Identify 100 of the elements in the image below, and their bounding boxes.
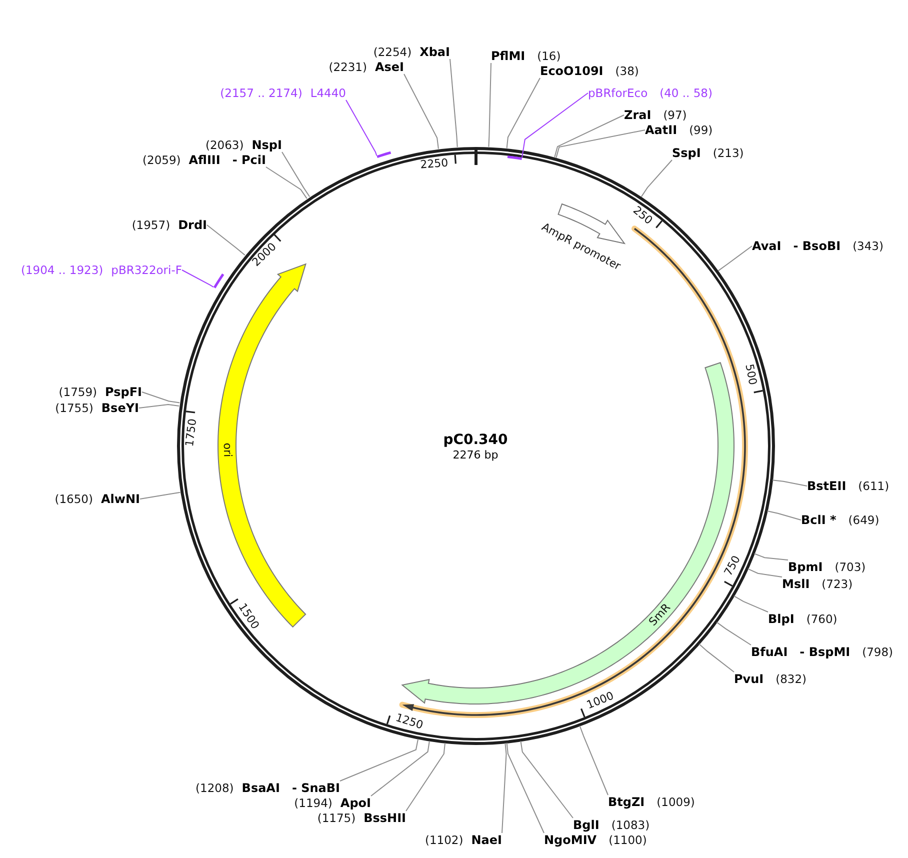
enzyme-name: PflMI (491, 49, 526, 63)
leader-line (370, 740, 430, 796)
plasmid-name: pC0.340 (443, 432, 508, 448)
site-position: (2231) (328, 60, 367, 74)
site-position: (723) (822, 577, 853, 591)
site-position: (703) (834, 560, 866, 574)
leader-line (404, 74, 439, 150)
leader-line (754, 553, 788, 560)
primer-name: L4440 (310, 86, 346, 100)
enzyme-name: BpmI (788, 560, 823, 574)
leader-line (142, 392, 180, 404)
site-position: (1100) (608, 833, 647, 847)
site-position: (2059) (142, 153, 181, 167)
scale-label: 750 (722, 554, 744, 578)
leader-line (282, 152, 310, 198)
enzyme-name: NaeI (471, 833, 502, 847)
enzyme-name: ZraI (624, 108, 652, 122)
feature-label: ori (220, 442, 234, 458)
enzyme-name: BfuAI (751, 645, 788, 659)
enzyme-name: - PciI (232, 153, 266, 167)
enzyme-name: EcoO109I (540, 64, 604, 78)
enzyme-name: PspFI (105, 385, 142, 399)
leader-line (716, 622, 752, 646)
enzyme-name: NspI (252, 138, 282, 152)
site-position: (832) (776, 672, 807, 686)
leader-line (346, 100, 378, 156)
scale-label: 1750 (184, 418, 200, 448)
leader-line (579, 725, 608, 796)
scale-label: 1000 (585, 690, 616, 712)
site-position: (1957) (132, 218, 170, 232)
leader-line (506, 78, 540, 149)
primer-name: pBR322ori-F (111, 263, 182, 277)
leader-line (766, 510, 802, 520)
enzyme-name: BseYI (101, 401, 139, 415)
site-position: (1102) (425, 833, 464, 847)
enzyme-name: PvuI (734, 672, 764, 686)
leader-line (138, 404, 180, 408)
enzyme-name: BstEII (807, 479, 846, 493)
primer-position: (1904 .. 1923) (21, 263, 104, 277)
leader-line (182, 270, 214, 288)
scale-label: 2250 (420, 157, 449, 172)
enzyme-name: AatII (645, 123, 678, 137)
enzyme-name: NgoMIV (544, 833, 597, 847)
leader-line (747, 568, 782, 578)
site-position: (16) (537, 49, 561, 63)
enzyme-name: SspI (672, 146, 701, 160)
enzyme-name: AflIII (188, 153, 220, 167)
primer-position: (40 .. 58) (660, 86, 712, 100)
enzyme-name: BsaAI (242, 781, 280, 795)
primer-mark (506, 155, 524, 161)
primer-position: (2157 .. 2174) (220, 86, 302, 100)
leader-line (718, 246, 752, 272)
site-position: (2254) (373, 45, 412, 59)
enzyme-name: DrdI (178, 218, 207, 232)
enzyme-name: BssHII (364, 811, 406, 825)
enzyme-name: AlwNI (101, 492, 140, 506)
enzyme-name: ApoI (340, 796, 371, 810)
site-position: (1194) (294, 796, 332, 810)
leader-line (520, 740, 574, 818)
site-position: (99) (689, 123, 713, 137)
enzyme-name: AseI (374, 60, 404, 74)
leader-line (733, 595, 768, 612)
site-position: (2063) (206, 138, 244, 152)
site-position: (1755) (55, 401, 94, 415)
leader-line (488, 62, 492, 148)
leader-line (506, 742, 544, 834)
leader-line (556, 130, 646, 158)
primer-name: pBRforEco (588, 86, 648, 100)
site-position: (1208) (196, 781, 234, 795)
site-position: (343) (852, 239, 884, 253)
leader-line (450, 58, 458, 148)
enzyme-name: BclI * (801, 513, 836, 527)
enzyme-name: - SnaBI (292, 781, 340, 795)
enzyme-name: BlpI (768, 612, 794, 626)
leader-line (266, 166, 308, 200)
leader-line (140, 492, 181, 500)
leader-line (502, 742, 507, 834)
scale-label: 250 (630, 204, 654, 228)
plasmid-length: 2276 bp (452, 448, 498, 462)
leader-line (554, 114, 624, 158)
enzyme-name: XbaI (420, 45, 450, 59)
leader-line (640, 160, 672, 198)
leader-line (522, 92, 588, 158)
site-position: (760) (806, 612, 838, 626)
primer-mark (213, 272, 225, 290)
scale-label: 1250 (394, 712, 424, 732)
enzyme-name: - BspMI (800, 645, 850, 659)
enzyme-name: AvaI (752, 239, 782, 253)
leader-line (772, 480, 808, 486)
site-position: (1759) (58, 385, 98, 399)
site-position: (1175) (317, 811, 356, 825)
site-position: (798) (862, 645, 894, 659)
site-position: (611) (858, 479, 890, 493)
primer-mark (375, 151, 393, 159)
site-position: (213) (712, 146, 744, 160)
site-position: (38) (615, 64, 639, 78)
site-position: (97) (663, 108, 687, 122)
leader-line (340, 738, 419, 782)
site-position: (1083) (611, 818, 650, 832)
enzyme-name: BglI (573, 818, 600, 832)
